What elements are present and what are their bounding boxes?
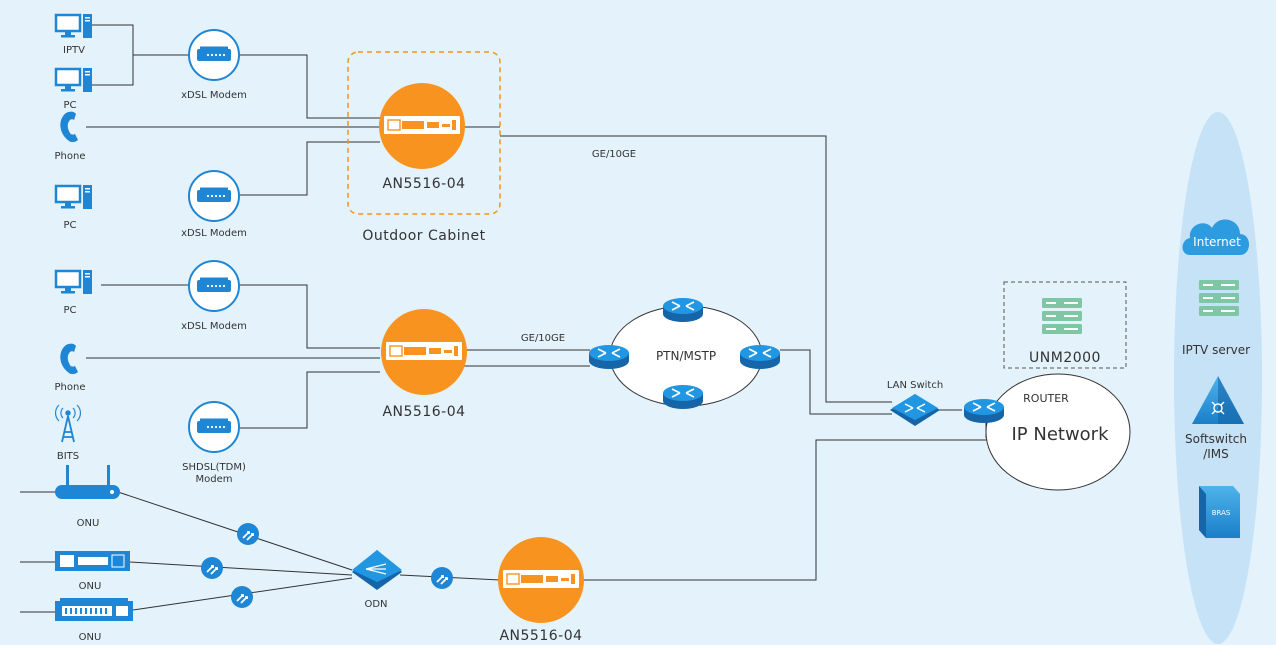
phone-icon <box>60 343 78 375</box>
xdsl-modem-label: xDSL Modem <box>181 228 247 239</box>
an5516-pon-icon <box>497 536 585 624</box>
unm-label: UNM2000 <box>1029 350 1101 366</box>
bits-label: BITS <box>57 451 79 462</box>
unm-server-icon <box>1042 298 1082 334</box>
iptv-server-label: IPTV server <box>1182 343 1250 357</box>
iptv-server-icon <box>1199 280 1239 316</box>
internet-cloud-icon <box>1182 219 1249 255</box>
phone-label: Phone <box>55 382 86 393</box>
softswitch-label: /IMS <box>1203 447 1229 461</box>
an5516-label: AN5516-04 <box>382 404 465 420</box>
phone-label: Phone <box>55 151 86 162</box>
an5516-icon <box>380 308 468 396</box>
xdsl-modem-label: xDSL Modem <box>181 321 247 332</box>
ptn-router-icon <box>739 344 781 370</box>
ptn-label: PTN/MSTP <box>656 349 716 363</box>
odn-splitter-icon <box>352 550 402 590</box>
xdsl-modem-icon <box>188 170 240 222</box>
bras-icon <box>1199 486 1240 538</box>
an5516-label: AN5516-04 <box>499 628 582 644</box>
an5516-cabinet-icon <box>378 82 466 170</box>
optical-link-icon <box>230 585 254 609</box>
shdsl-modem-label: Modem <box>196 474 233 485</box>
shdsl-modem-icon <box>188 401 240 453</box>
outdoor-cabinet-frame <box>347 51 501 215</box>
onu-label: ONU <box>79 581 102 592</box>
softswitch-label: Softswitch <box>1185 432 1247 446</box>
link-speed-label: GE/10GE <box>521 333 565 344</box>
optical-link-icon <box>430 566 454 590</box>
iptv-icon <box>54 12 94 40</box>
connection-lines <box>20 24 990 613</box>
core-router-icon <box>963 398 1005 424</box>
onu-label: ONU <box>79 632 102 643</box>
onu-label: ONU <box>77 518 100 529</box>
softswitch-icon <box>1192 376 1244 424</box>
xdsl-modem-icon <box>188 29 240 81</box>
odn-label: ODN <box>364 599 387 610</box>
ip-network-label: IP Network <box>1011 424 1109 445</box>
lan-switch-icon <box>890 394 940 426</box>
link-speed-label: GE/10GE <box>592 149 636 160</box>
lan-switch-label: LAN Switch <box>887 380 943 391</box>
ptn-router-icon <box>588 344 630 370</box>
ip-network-cloud <box>985 373 1131 491</box>
an5516-label: AN5516-04 <box>382 176 465 192</box>
onu-chassis-icon <box>55 598 133 621</box>
bras-label: BRAS <box>1212 509 1231 517</box>
pc-label: PC <box>63 100 76 111</box>
pc-label: PC <box>63 220 76 231</box>
optical-link-icon <box>200 556 224 580</box>
pc-icon <box>54 183 94 211</box>
ptn-router-icon <box>662 297 704 323</box>
outdoor-cabinet-label: Outdoor Cabinet <box>362 228 485 244</box>
phone-icon <box>60 111 78 143</box>
internet-label: Internet <box>1193 235 1241 249</box>
ptn-router-icon <box>662 384 704 410</box>
bits-icon <box>55 404 81 443</box>
router-label: ROUTER <box>1023 392 1069 405</box>
xdsl-modem-icon <box>188 260 240 312</box>
pc-icon <box>54 66 94 94</box>
optical-link-icon <box>236 522 260 546</box>
xdsl-modem-label: xDSL Modem <box>181 90 247 101</box>
pc-label: PC <box>63 305 76 316</box>
shdsl-modem-label: SHDSL(TDM) <box>182 462 246 473</box>
unm-frame <box>1003 281 1127 369</box>
iptv-label: IPTV <box>63 45 85 56</box>
onu-switch-icon <box>55 551 130 571</box>
pc-icon <box>54 268 94 296</box>
onu-router-icon <box>55 465 120 499</box>
